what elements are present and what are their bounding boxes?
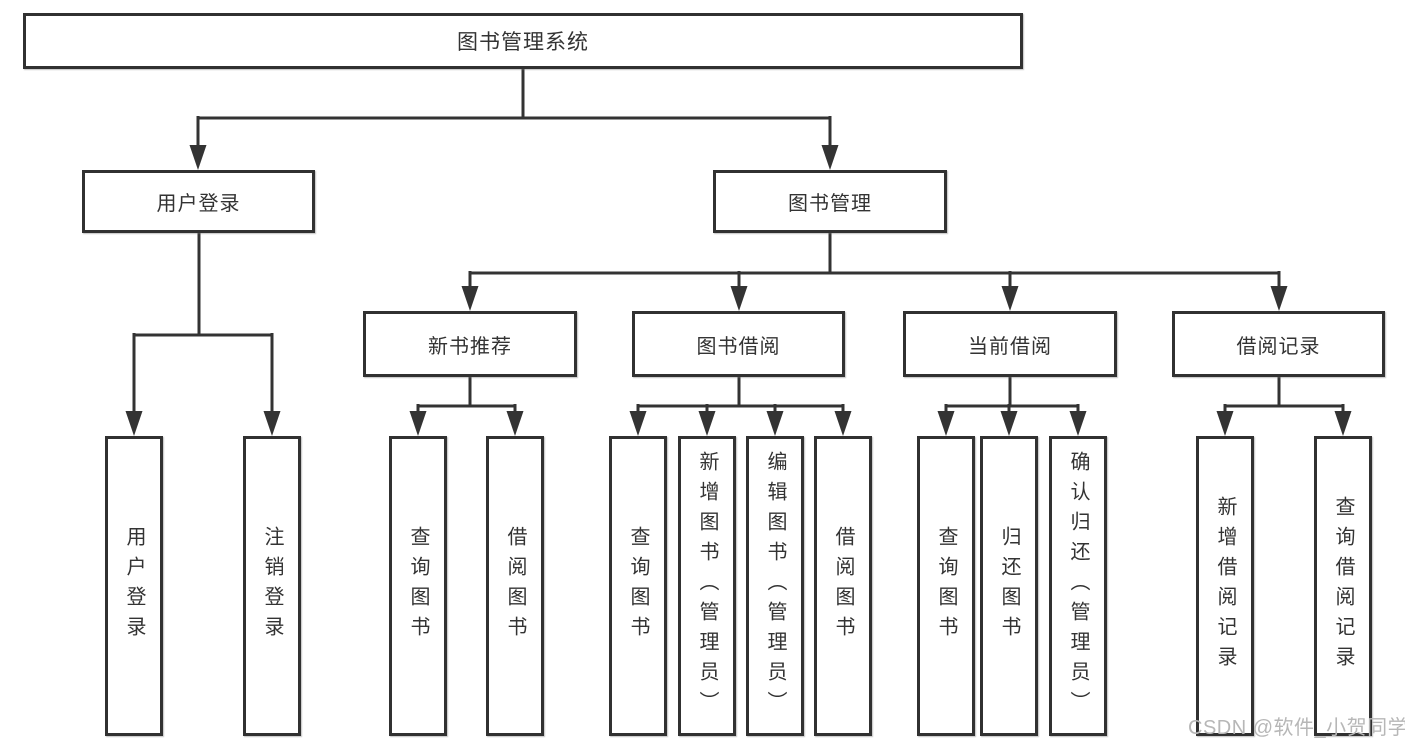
leaf-query-book-under-current-label: 查询图书 (935, 526, 957, 646)
leaf-confirm-return-admin: 确认归还（管理员） (1049, 436, 1107, 736)
node-borrow-record: 借阅记录 (1172, 311, 1385, 377)
leaf-return-book-label: 归还图书 (998, 526, 1020, 646)
leaf-edit-book-admin-label: 编辑图书（管理员） (764, 451, 786, 721)
leaf-borrow-book-under-recommend-label: 借阅图书 (504, 526, 526, 646)
leaf-borrow-book-under-borrow-label: 借阅图书 (832, 526, 854, 646)
leaf-add-borrow-record: 新增借阅记录 (1196, 436, 1254, 736)
leaf-logout: 注销登录 (243, 436, 301, 736)
leaf-query-book-under-recommend: 查询图书 (389, 436, 447, 736)
node-book-borrow: 图书借阅 (632, 311, 845, 377)
leaf-query-book-under-borrow: 查询图书 (609, 436, 667, 736)
leaf-query-borrow-record: 查询借阅记录 (1314, 436, 1372, 736)
leaf-add-book-admin: 新增图书（管理员） (678, 436, 736, 736)
leaf-add-book-admin-label: 新增图书（管理员） (696, 451, 718, 721)
leaf-borrow-book-under-recommend: 借阅图书 (486, 436, 544, 736)
node-current-borrow: 当前借阅 (903, 311, 1117, 377)
leaf-query-book-under-recommend-label: 查询图书 (407, 526, 429, 646)
leaf-query-book-under-borrow-label: 查询图书 (627, 526, 649, 646)
leaf-logout-label: 注销登录 (261, 526, 283, 646)
leaf-user-login: 用户登录 (105, 436, 163, 736)
node-root-system: 图书管理系统 (23, 13, 1023, 69)
leaf-query-borrow-record-label: 查询借阅记录 (1332, 496, 1354, 676)
node-new-book-recommend: 新书推荐 (363, 311, 577, 377)
csdn-watermark: CSDN @软件_小贺同学 (1188, 717, 1405, 739)
arrowheads (125, 145, 1352, 436)
leaf-user-login-label: 用户登录 (123, 526, 145, 646)
leaf-return-book: 归还图书 (980, 436, 1038, 736)
connector-segments (132, 69, 1345, 416)
node-book-management: 图书管理 (713, 170, 947, 233)
leaf-add-borrow-record-label: 新增借阅记录 (1214, 496, 1236, 676)
leaf-query-book-under-current: 查询图书 (917, 436, 975, 736)
leaf-confirm-return-admin-label: 确认归还（管理员） (1067, 451, 1089, 721)
leaf-borrow-book-under-borrow: 借阅图书 (814, 436, 872, 736)
node-user-login: 用户登录 (82, 170, 315, 233)
leaf-edit-book-admin: 编辑图书（管理员） (746, 436, 804, 736)
